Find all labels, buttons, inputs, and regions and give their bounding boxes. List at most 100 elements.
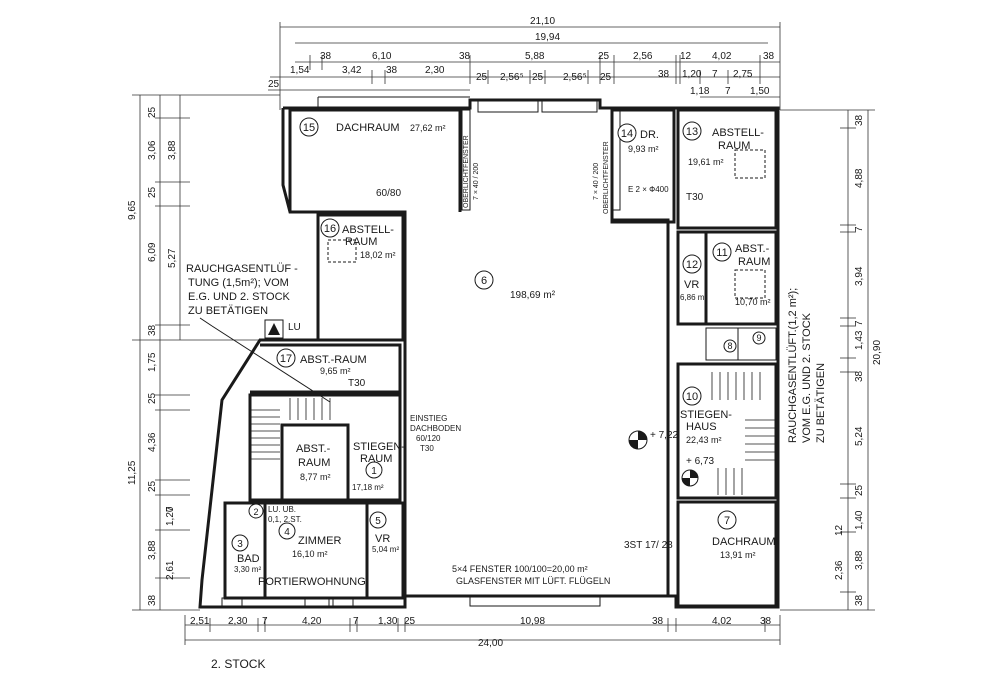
svg-text:25: 25 [600,72,612,83]
room-number-6 [474,270,494,290]
svg-text:12: 12 [680,51,692,62]
room-17-no: 17 [280,353,292,365]
svg-text:25: 25 [854,484,865,496]
window-top [461,99,621,211]
room-number-7 [717,510,737,530]
svg-text:1,50: 1,50 [750,86,770,97]
svg-text:EINSTIEG: EINSTIEG [410,414,447,423]
abst-raum-name: ABST.- [296,443,331,455]
svg-text:25: 25 [404,616,416,627]
svg-text:38: 38 [459,51,471,62]
svg-text:20,90: 20,90 [872,340,883,365]
svg-text:11,25: 11,25 [127,460,138,485]
svg-text:1,40: 1,40 [854,510,865,530]
svg-text:3,42: 3,42 [342,65,362,76]
leader-line-left [211,325,331,403]
room-11-name2: RAUM [738,256,770,268]
svg-text:1,30: 1,30 [378,616,398,627]
room-16-no: 16 [324,223,336,235]
svg-text:38: 38 [854,114,865,126]
lu-ub-label-2: 0,1, 2.ST. [268,515,302,524]
svg-text:6,09: 6,09 [147,242,158,262]
room-17-name: ABST.-RAUM [300,354,367,366]
svg-text:7: 7 [854,320,865,326]
svg-text:25: 25 [147,106,158,118]
svg-text:1,75: 1,75 [147,352,158,372]
svg-text:7: 7 [353,616,359,627]
svg-text:RAUCHGASENTLÜFT.(1,2 m²);: RAUCHGASENTLÜFT.(1,2 m²); [787,288,799,443]
room-number-11 [712,242,732,262]
room-10-area: 22,43 m² [686,435,722,445]
door-6080-label: 60/80 [376,188,401,199]
dim-top-inner: 19,94 [535,32,560,43]
svg-text:GLASFENSTER MIT LÜFT. FLÜGELN: GLASFENSTER MIT LÜFT. FLÜGELN [456,576,610,586]
svg-text:60/120: 60/120 [416,434,441,443]
room-12-area: 6,86 m² [680,293,707,302]
smoke-vent-icon [264,319,284,339]
room-11-area: 10,70 m² [735,297,771,307]
level-label-2: + 6,73 [686,456,715,467]
room-number-15 [299,117,319,137]
room-number-10 [682,386,702,406]
room-number-14 [617,123,637,143]
svg-text:38: 38 [147,324,158,336]
svg-text:ZU BETÄTIGEN: ZU BETÄTIGEN [188,305,268,317]
room-number-1 [365,461,383,479]
oberlicht-right: 7 × 40 / 200 OBERLICHTFENSTER [593,141,610,214]
dim-top-total: 21,10 [530,16,555,27]
room-11-no: 11 [716,247,727,259]
svg-text:38: 38 [320,51,332,62]
room-3-area: 3,30 m² [234,565,261,574]
svg-text:2,56: 2,56 [633,51,653,62]
svg-text:25: 25 [476,72,488,83]
room-7-no: 7 [724,515,730,527]
room-14-no: 14 [621,128,633,140]
room-4-no: 4 [284,527,290,538]
svg-text:25: 25 [532,72,544,83]
svg-text:T30: T30 [420,444,434,453]
svg-text:1,18: 1,18 [690,86,710,97]
room-10-no: 10 [686,391,698,403]
einstieg-note: EINSTIEG DACHBODEN 60/120 T30 [410,414,461,453]
room-1-name2: RAUM [360,453,392,465]
dim-right: 20,90 38 4,88 7 3,94 7 1,43 38 5,24 25 1… [834,114,883,606]
svg-text:38: 38 [763,51,775,62]
svg-text:2,30: 2,30 [228,616,248,627]
room-5-area: 5,04 m² [372,545,399,554]
svg-text:2,56⁵: 2,56⁵ [500,72,524,83]
svg-text:2,61: 2,61 [165,560,176,580]
room-1-name: STIEGEN- [353,441,405,453]
svg-text:1,20: 1,20 [165,506,176,526]
t30-label-2: T30 [348,378,366,389]
stair-right [711,372,775,495]
room-number-5 [369,511,387,529]
level-marker-icon [628,430,648,450]
svg-text:25: 25 [268,79,280,90]
svg-text:1,43: 1,43 [854,330,865,350]
svg-text:5,27: 5,27 [167,248,178,268]
svg-text:OBERLICHTFENSTER: OBERLICHTFENSTER [463,135,470,208]
svg-text:25: 25 [598,51,610,62]
dim-left-inner: 25 3,06 25 6,09 38 1,75 25 4,36 25 1,20 … [147,106,178,606]
room-number-8 [723,339,737,353]
svg-text:4,36: 4,36 [147,432,158,452]
room-3-no: 3 [237,539,243,550]
room-number-4 [278,522,296,540]
room-1-no: 1 [371,466,377,477]
leader-line-left-2 [199,317,213,327]
svg-text:7: 7 [165,506,176,512]
dimension-lines-left [132,94,280,611]
room-9-no: 9 [756,333,761,343]
svg-text:25: 25 [147,186,158,198]
room-14-area: 9,93 m² [628,144,659,154]
room-16-name2: RAUM [345,236,377,248]
room-12-no: 12 [686,259,698,271]
svg-text:RAUCHGASENTLÜF -: RAUCHGASENTLÜF - [186,263,298,275]
room-13-name2: RAUM [718,140,750,152]
svg-text:5×4 FENSTER 100/100=20,00 m²: 5×4 FENSTER 100/100=20,00 m² [452,564,588,574]
room-number-17 [276,348,296,368]
room-13-name: ABSTELL- [712,127,764,139]
rauchgas-note-left: RAUCHGASENTLÜF - TUNG (1,5m²); VOM E.G. … [186,263,298,317]
abst-raum-area: 8,77 m² [300,472,331,482]
room-6-area: 198,69 m² [510,290,556,301]
